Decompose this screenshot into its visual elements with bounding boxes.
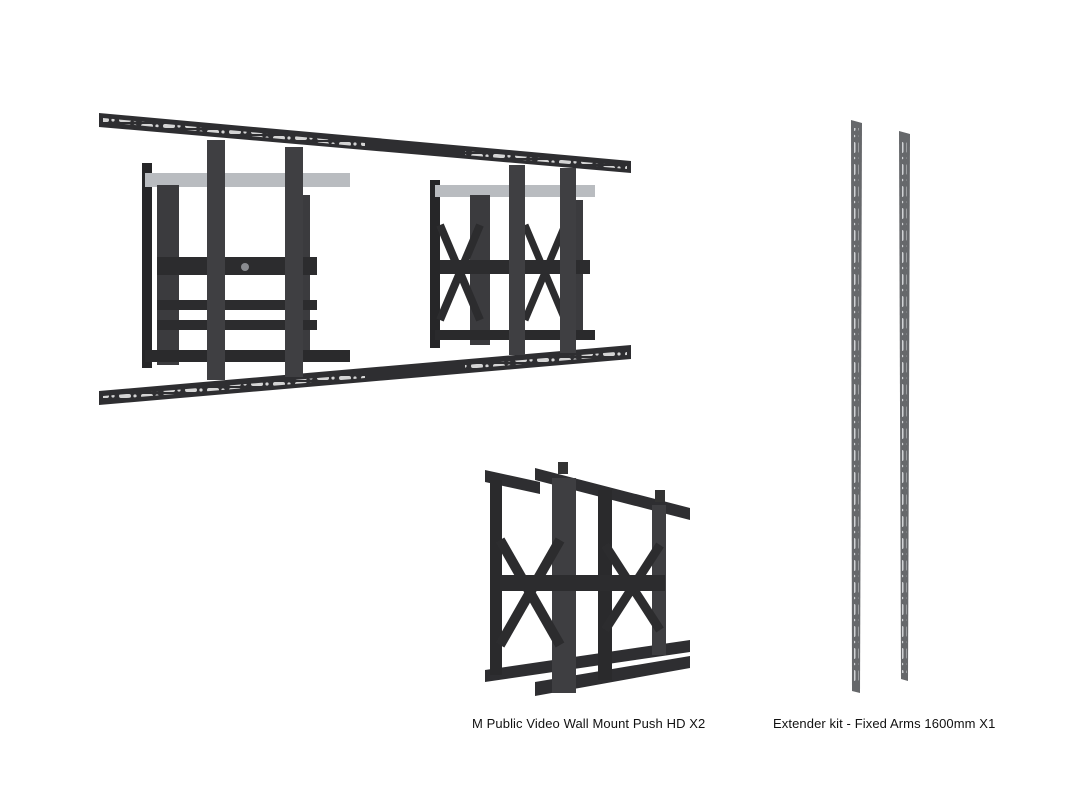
- push-mount-caption: M Public Video Wall Mount Push HD X2: [472, 716, 706, 731]
- extender-arms-image: [851, 120, 910, 693]
- push-mount-image: [485, 462, 690, 696]
- video-wall-mount-assembly-image: [99, 113, 631, 405]
- extender-arms-caption: Extender kit - Fixed Arms 1600mm X1: [773, 716, 996, 731]
